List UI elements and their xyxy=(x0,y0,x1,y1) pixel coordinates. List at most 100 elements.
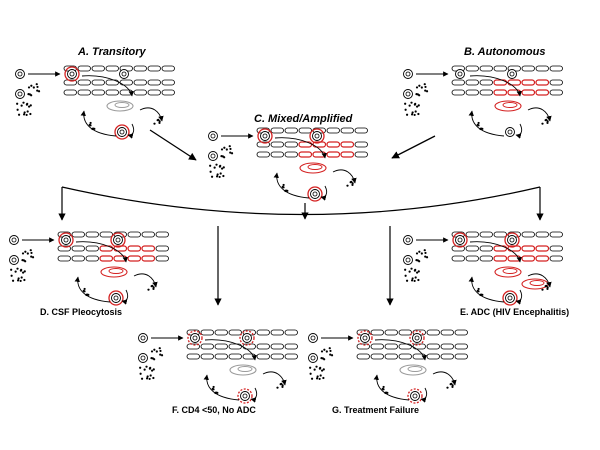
particle-cluster-icon xyxy=(150,347,164,361)
infected-cell-icon xyxy=(108,290,124,306)
flow-arrow xyxy=(527,107,552,122)
infected-cell-icon xyxy=(237,388,253,404)
panel-g-label: G. Treatment Failure xyxy=(332,405,420,415)
flow-arrow xyxy=(250,387,258,403)
cell-icon xyxy=(505,127,515,137)
panel-c-diagram xyxy=(208,127,368,202)
flow-arrow xyxy=(273,172,310,199)
particle-cluster-icon xyxy=(16,101,32,117)
particle-cluster-icon xyxy=(346,180,354,187)
infected-cell-icon xyxy=(309,128,325,144)
infected-cell-icon xyxy=(58,232,74,248)
flow-arrow xyxy=(320,185,328,201)
particle-cluster-icon xyxy=(153,118,161,125)
cell-icon xyxy=(403,255,413,265)
macrophage-icon xyxy=(521,278,549,290)
panel-d-diagram xyxy=(9,231,169,306)
cell-icon xyxy=(208,151,218,161)
panel-c-label: C. Mixed/Amplified xyxy=(254,113,353,125)
infected-cell-icon xyxy=(239,330,255,346)
cell-icon xyxy=(138,333,148,343)
infected-cell-icon xyxy=(257,128,273,144)
panel-connectors xyxy=(58,129,544,306)
macrophage-icon xyxy=(494,100,522,112)
particle-cluster-icon xyxy=(27,83,41,97)
flow-arrow xyxy=(515,289,523,305)
flow-arrow xyxy=(203,374,240,401)
macrophage-icon xyxy=(229,364,257,376)
particle-cluster-icon xyxy=(446,382,454,389)
infected-cell-icon xyxy=(114,124,130,140)
flow-arrow xyxy=(139,107,164,122)
panel-e-label: E. ADC (HIV Encephalitis) xyxy=(460,307,570,317)
macrophage-icon xyxy=(106,100,134,112)
macrophage-icon xyxy=(100,266,128,278)
cell-icon xyxy=(9,255,19,265)
particle-cluster-icon xyxy=(541,118,549,125)
panel-d-label: D. CSF Pleocytosis xyxy=(40,307,123,317)
flow-arrow xyxy=(274,137,327,159)
cell-icon xyxy=(403,89,413,99)
flow-arrow xyxy=(432,371,457,386)
particle-cluster-icon xyxy=(415,249,429,263)
particle-cluster-icon xyxy=(147,284,155,291)
flow-arrow xyxy=(469,75,522,97)
flow-arrow xyxy=(527,273,552,288)
infected-cell-icon xyxy=(504,232,520,248)
particle-cluster-icon xyxy=(320,347,334,361)
particle-cluster-icon xyxy=(220,145,234,159)
flow-arrow xyxy=(468,276,505,303)
flow-arrow xyxy=(374,339,427,361)
particle-cluster-icon xyxy=(209,163,225,179)
panel-a-diagram xyxy=(15,65,175,140)
particle-cluster-icon xyxy=(404,267,420,283)
panel-e-diagram xyxy=(403,231,563,306)
panel-a-label: A. Transitory xyxy=(78,46,146,58)
arrow-a-to-c xyxy=(149,129,197,161)
cell-icon xyxy=(403,235,413,245)
cell-icon xyxy=(138,353,148,363)
cell-icon xyxy=(119,69,129,79)
flow-arrow xyxy=(468,110,505,137)
flow-arrow xyxy=(332,169,357,184)
panel-b-diagram xyxy=(403,65,563,139)
panel-f-diagram xyxy=(138,329,298,404)
cell-icon xyxy=(507,69,517,79)
cell-icon xyxy=(15,89,25,99)
flow-arrow xyxy=(75,241,128,263)
particle-cluster-icon xyxy=(415,83,429,97)
flow-arrow xyxy=(262,371,287,386)
vessel-wall xyxy=(57,255,169,262)
infected-cell-icon xyxy=(187,330,203,346)
arrow-b-to-c xyxy=(391,135,436,159)
flow-arrow xyxy=(127,123,135,139)
particle-cluster-icon xyxy=(276,382,284,389)
particle-cluster-icon xyxy=(309,365,325,381)
vessel-wall xyxy=(63,89,175,96)
vessel-wall xyxy=(256,151,368,158)
flow-arrow xyxy=(80,110,117,137)
macrophage-icon xyxy=(494,266,522,278)
infected-cell-icon xyxy=(407,388,423,404)
infected-cell-icon xyxy=(357,330,373,346)
vessel-wall xyxy=(57,231,169,252)
vessel-wall xyxy=(451,65,563,86)
particle-cluster-icon xyxy=(281,183,289,193)
macrophage-icon xyxy=(299,162,327,174)
infected-cell-icon xyxy=(502,290,518,306)
macrophage-icon xyxy=(399,364,427,376)
flow-arrow xyxy=(204,339,257,361)
flow-arrow xyxy=(469,241,522,263)
flow-arrow xyxy=(81,75,134,97)
cell-icon xyxy=(308,353,318,363)
infected-cell-icon xyxy=(307,186,323,202)
vessel-wall xyxy=(356,329,468,350)
cell-icon xyxy=(403,69,413,79)
cell-icon xyxy=(208,131,218,141)
panel-f-label: F. CD4 <50, No ADC xyxy=(172,405,256,415)
flow-arrow xyxy=(133,273,158,288)
panel-b-label: B. Autonomous xyxy=(464,46,546,58)
particle-cluster-icon xyxy=(139,365,155,381)
vessel-wall xyxy=(356,353,468,360)
